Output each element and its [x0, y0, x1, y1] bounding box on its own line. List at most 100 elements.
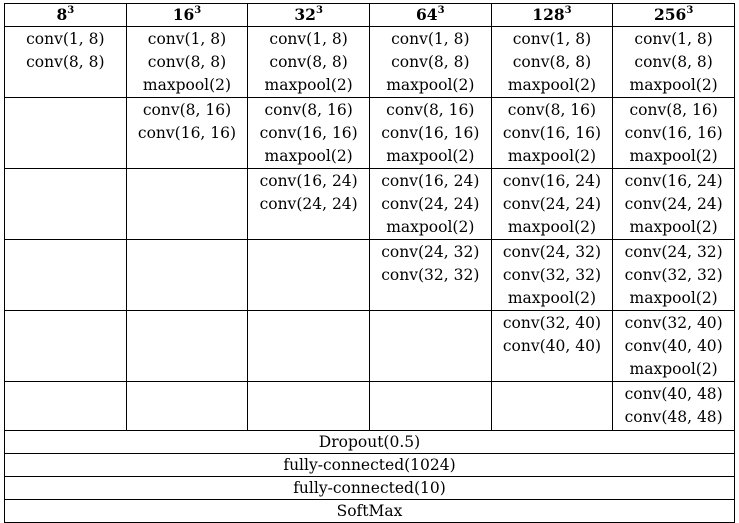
layer-op: conv(16, 16): [502, 124, 602, 142]
block-row: conv(8, 16)conv(16, 16)conv(8, 16)conv(1…: [4, 97, 735, 169]
layer-op: conv(16, 16): [137, 124, 237, 142]
layer-op: conv(8, 16): [386, 101, 475, 119]
conv-blocks: conv(1, 8)conv(8, 8)conv(1, 8)conv(8, 8)…: [4, 26, 735, 431]
col-header-base: 256: [653, 5, 687, 24]
block-cell: conv(16, 24) conv(24, 24): [247, 168, 370, 240]
layer-op: conv(48, 48): [624, 408, 723, 426]
block-row: conv(40, 48)conv(48, 48): [4, 381, 735, 431]
block-cell: [247, 381, 370, 431]
shared-layer-row: SoftMax: [4, 499, 735, 523]
layer-op: conv(32, 32): [624, 266, 723, 284]
block-cell: [125, 168, 249, 240]
layer-op: conv(16, 16): [624, 124, 723, 142]
block-cell: conv(16, 24) conv(24, 24) maxpool(2): [612, 168, 735, 240]
header-row: 83 163 323 643 1283 2563: [4, 3, 735, 27]
architecture-table: 83 163 323 643 1283 2563 conv(1, 8)conv(…: [4, 3, 735, 523]
col-header-base: 16: [172, 5, 195, 24]
layer-op: maxpool(2): [629, 218, 718, 236]
shared-layer-row: fully-connected(10): [4, 476, 735, 500]
layer-op: conv(16, 24): [259, 172, 358, 190]
block-cell: conv(32, 40)conv(40, 40)maxpool(2): [612, 310, 735, 382]
layer-op: conv(1, 8): [391, 30, 470, 48]
block-cell: conv(24, 32) conv(32, 32) maxpool(2): [490, 239, 614, 311]
layer-op: conv(24, 24): [502, 195, 602, 213]
block-row: conv(1, 8)conv(8, 8)conv(1, 8)conv(8, 8)…: [4, 26, 735, 98]
block-cell: conv(1, 8)conv(8, 8)maxpool(2): [490, 26, 614, 98]
block-cell: [4, 97, 127, 169]
layer-op: maxpool(2): [264, 76, 353, 94]
col-header-128: 1283: [490, 3, 614, 27]
layer-op: conv(32, 40): [502, 314, 602, 332]
layer-op: conv(16, 16): [381, 124, 480, 142]
block-cell: [4, 310, 127, 382]
shared-layer-row: Dropout(0.5): [4, 430, 735, 454]
block-cell: [490, 381, 614, 431]
layer-op: conv(8, 16): [264, 101, 353, 119]
layer-op: maxpool(2): [507, 147, 597, 165]
block-cell: conv(8, 16)conv(16, 16): [125, 97, 249, 169]
block-cell: [125, 381, 249, 431]
softmax-layer: SoftMax: [4, 499, 735, 523]
block-cell: [4, 381, 127, 431]
block-cell: conv(8, 16) conv(16, 16) maxpool(2): [368, 97, 492, 169]
layer-op: conv(24, 32): [502, 243, 602, 261]
layer-op: conv(1, 8): [26, 30, 105, 48]
col-header-exp: 3: [194, 4, 202, 16]
block-cell: [368, 310, 492, 382]
block-cell: conv(32, 40) conv(40, 40): [490, 310, 614, 382]
layer-op: conv(8, 16): [507, 101, 597, 119]
block-cell: [125, 239, 249, 311]
col-header-16: 163: [125, 3, 249, 27]
layer-op: conv(24, 24): [259, 195, 358, 213]
layer-op: maxpool(2): [386, 76, 475, 94]
block-cell: conv(24, 32)conv(32, 32)maxpool(2): [612, 239, 735, 311]
col-header-base: 64: [416, 5, 438, 24]
layer-op: conv(8, 8): [26, 53, 105, 71]
layer-op: conv(1, 8): [512, 30, 592, 48]
block-cell: conv(1, 8)conv(8, 8)maxpool(2): [368, 26, 492, 98]
layer-op: conv(8, 16): [629, 101, 718, 119]
layer-op: conv(24, 32): [624, 243, 723, 261]
layer-op: conv(24, 24): [381, 195, 480, 213]
layer-op: conv(16, 16): [259, 124, 358, 142]
layer-op: conv(40, 40): [624, 337, 723, 355]
layer-op: maxpool(2): [629, 147, 718, 165]
layer-op: conv(24, 32): [381, 243, 480, 261]
col-header-base: 8: [56, 5, 68, 24]
layer-op: conv(1, 8): [634, 30, 713, 48]
col-header-exp: 3: [564, 4, 572, 16]
layer-op: conv(8, 8): [634, 53, 713, 71]
block-cell: conv(8, 16)conv(16, 16)maxpool(2): [247, 97, 370, 169]
block-cell: conv(8, 16) conv(16, 16) maxpool(2): [612, 97, 735, 169]
block-row: conv(24, 32)conv(32, 32)conv(24, 32)conv…: [4, 239, 735, 311]
block-cell: [4, 239, 127, 311]
layer-op: conv(8, 8): [512, 53, 592, 71]
col-header-exp: 3: [437, 4, 445, 16]
layer-op: conv(40, 40): [502, 337, 602, 355]
layer-op: maxpool(2): [507, 289, 597, 307]
col-header-32: 323: [247, 3, 370, 27]
col-header-exp: 3: [315, 4, 323, 16]
dropout-layer: Dropout(0.5): [4, 430, 735, 454]
layer-op: conv(1, 8): [147, 30, 227, 48]
block-cell: conv(1, 8)conv(8, 8)maxpool(2): [125, 26, 249, 98]
layer-op: conv(32, 32): [502, 266, 602, 284]
layer-op: maxpool(2): [386, 147, 475, 165]
layer-op: maxpool(2): [629, 76, 718, 94]
layer-op: conv(24, 24): [624, 195, 723, 213]
col-header-64: 643: [368, 3, 492, 27]
layer-op: conv(1, 8): [269, 30, 348, 48]
col-header-base: 128: [532, 5, 565, 24]
col-header-exp: 3: [686, 4, 694, 16]
block-cell: conv(16, 24)conv(24, 24)maxpool(2): [490, 168, 614, 240]
layer-op: maxpool(2): [507, 218, 597, 236]
block-cell: conv(40, 48)conv(48, 48): [612, 381, 735, 431]
layer-op: conv(32, 32): [381, 266, 480, 284]
block-cell: [247, 239, 370, 311]
block-cell: conv(16, 24)conv(24, 24)maxpool(2): [368, 168, 492, 240]
layer-op: conv(8, 8): [147, 53, 227, 71]
block-row: conv(32, 40)conv(40, 40)conv(32, 40)conv…: [4, 310, 735, 382]
layer-op: conv(16, 24): [624, 172, 723, 190]
layer-op: maxpool(2): [386, 218, 475, 236]
block-row: conv(16, 24)conv(24, 24)conv(16, 24)conv…: [4, 168, 735, 240]
